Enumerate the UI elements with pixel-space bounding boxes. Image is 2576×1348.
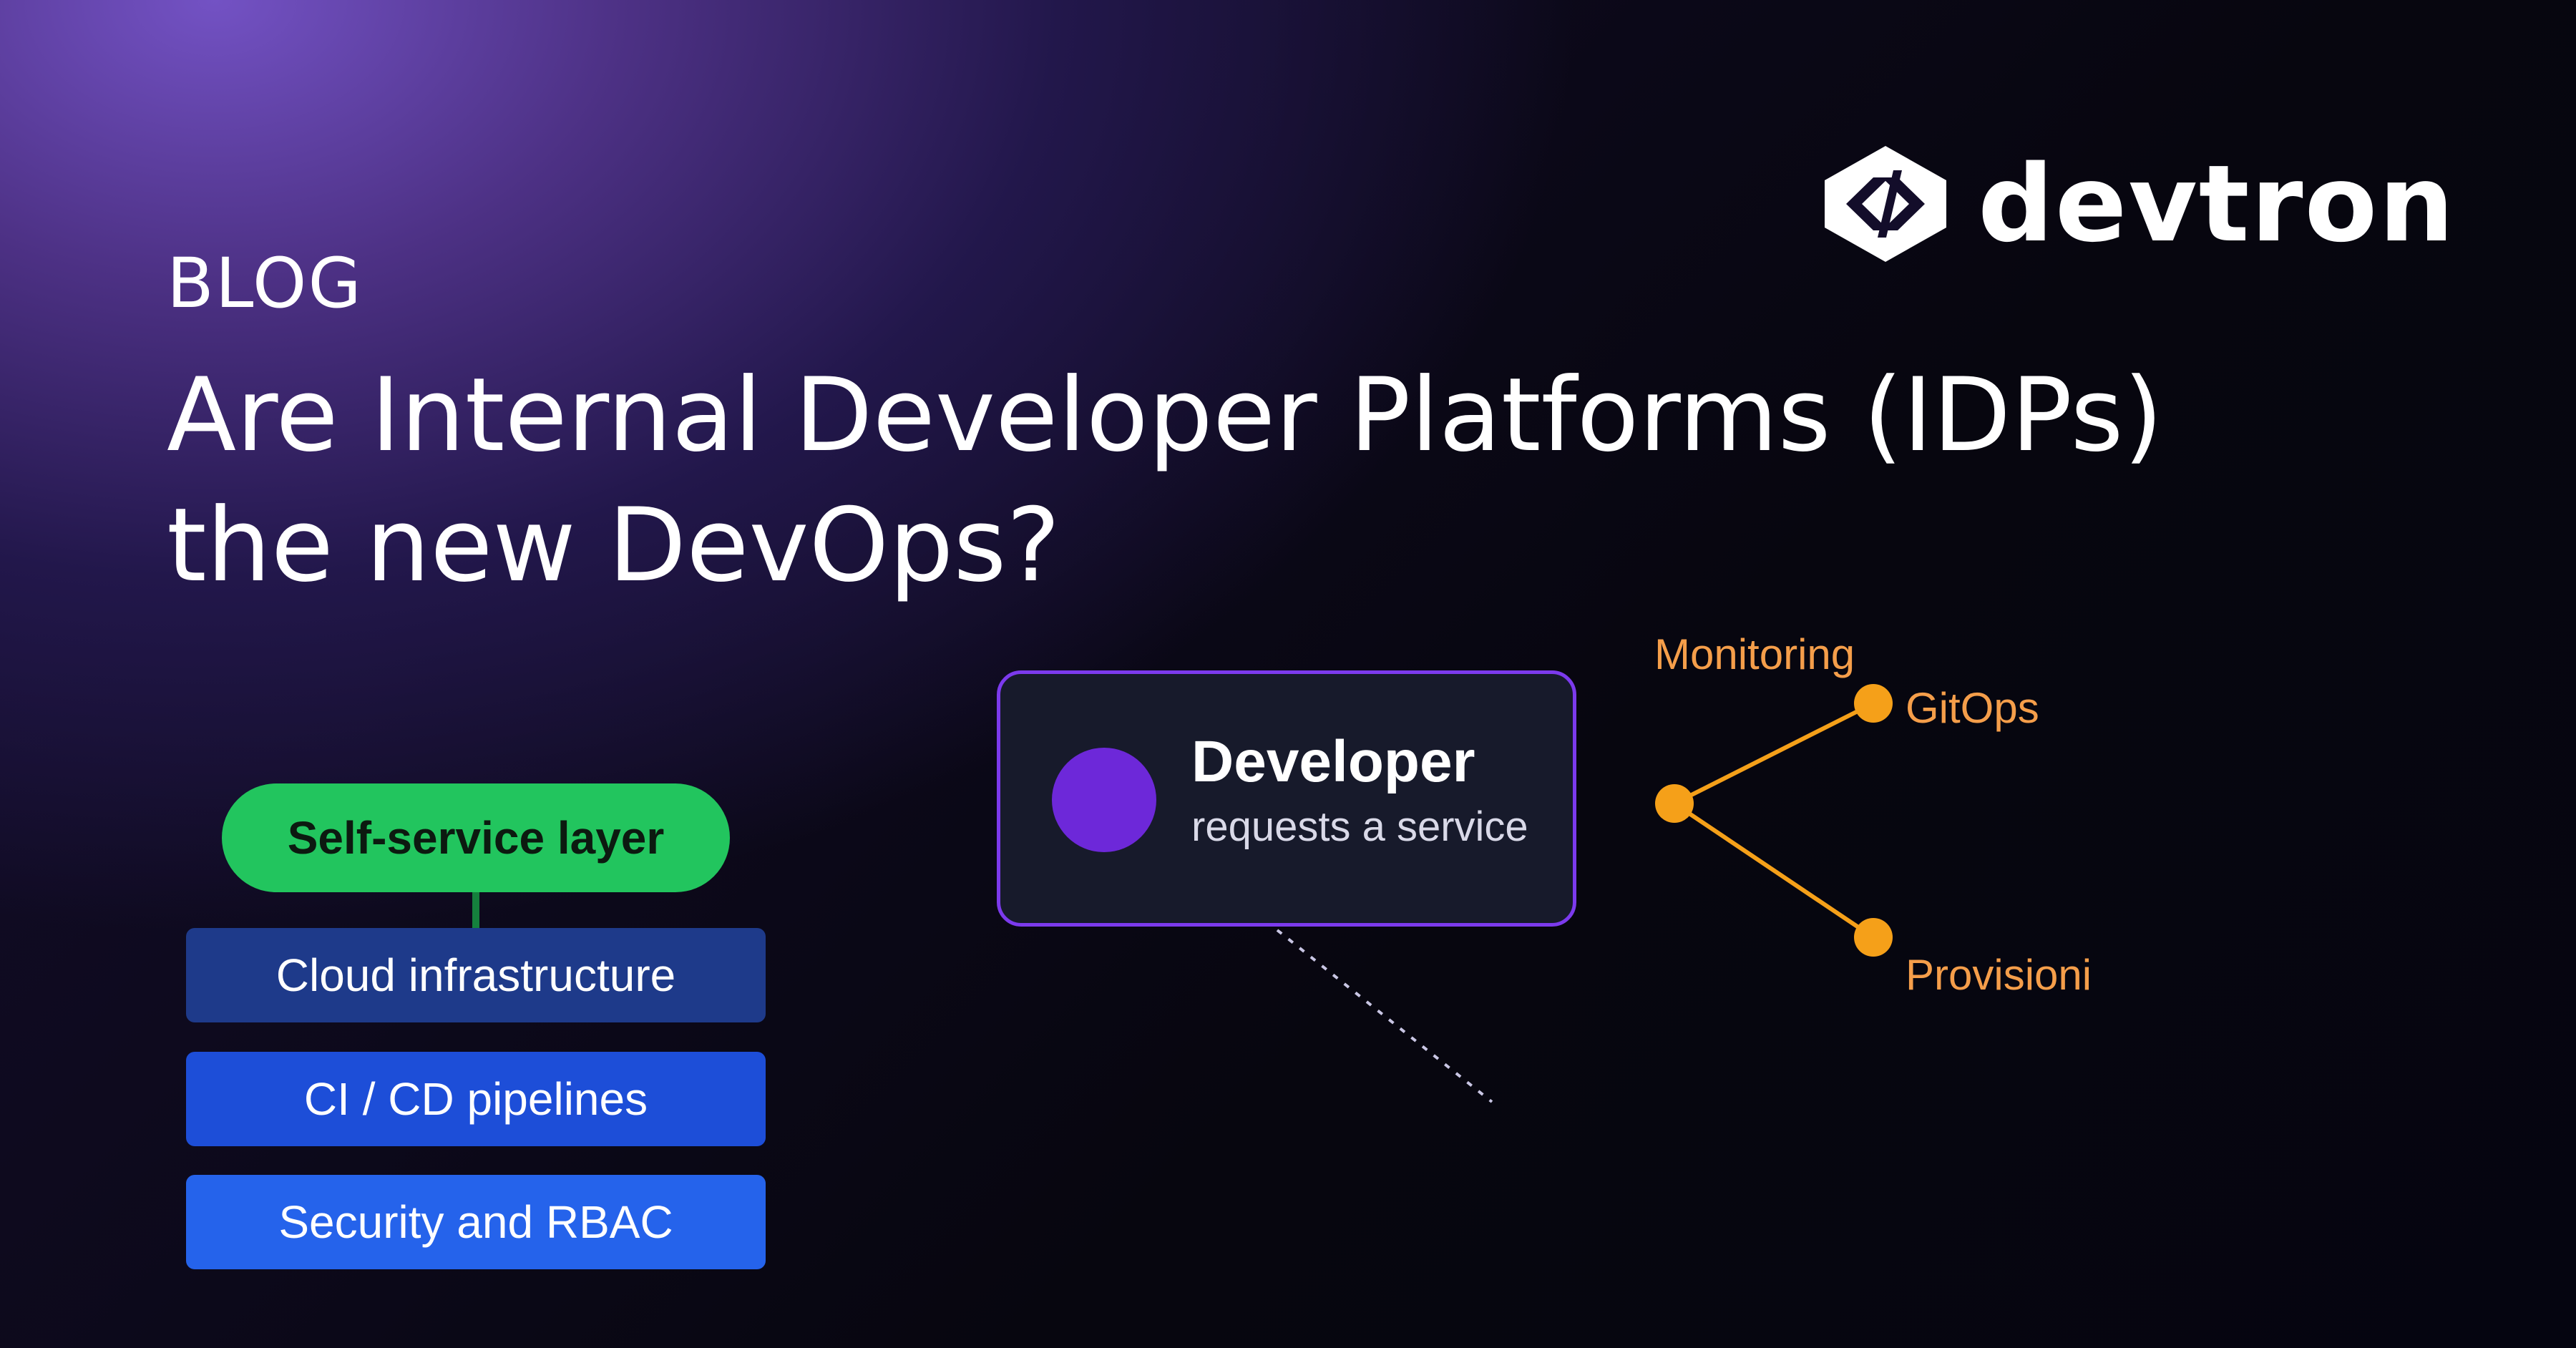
layer-security-rbac: Security and RBAC [186, 1175, 766, 1269]
branch-line-provisioning [1673, 801, 1875, 939]
page-title-line-2: the new DevOps? [167, 487, 1060, 605]
developer-avatar [1052, 748, 1156, 852]
dotted-connector [1276, 929, 1493, 1103]
branch-root-node [1655, 784, 1694, 823]
self-service-layer: Self-service layer [222, 783, 730, 892]
branch-node-gitops [1854, 684, 1893, 723]
developer-title: Developer [1191, 729, 1475, 794]
label-monitoring: Monitoring [1654, 630, 1855, 678]
label-provisioning: Provisioni [1906, 951, 2092, 999]
layer-cloud-infrastructure: Cloud infrastructure [186, 928, 766, 1022]
stack-connector [472, 892, 479, 928]
branch-line-gitops [1673, 701, 1875, 806]
developer-subtitle: requests a service [1191, 804, 1528, 850]
brand-name: devtron [1978, 142, 2456, 265]
label-gitops: GitOps [1906, 684, 2039, 732]
layer-ci-cd-pipelines: CI / CD pipelines [186, 1052, 766, 1146]
branch-node-provisioning [1854, 918, 1893, 957]
blog-tag: BLOG [167, 243, 363, 323]
page-title-line-1: Are Internal Developer Platforms (IDPs) [167, 356, 2163, 474]
page-title: Are Internal Developer Platforms (IDPs) … [167, 351, 2170, 611]
devtron-logo: devtron [1818, 143, 2456, 265]
devtron-logo-icon [1825, 146, 1946, 262]
